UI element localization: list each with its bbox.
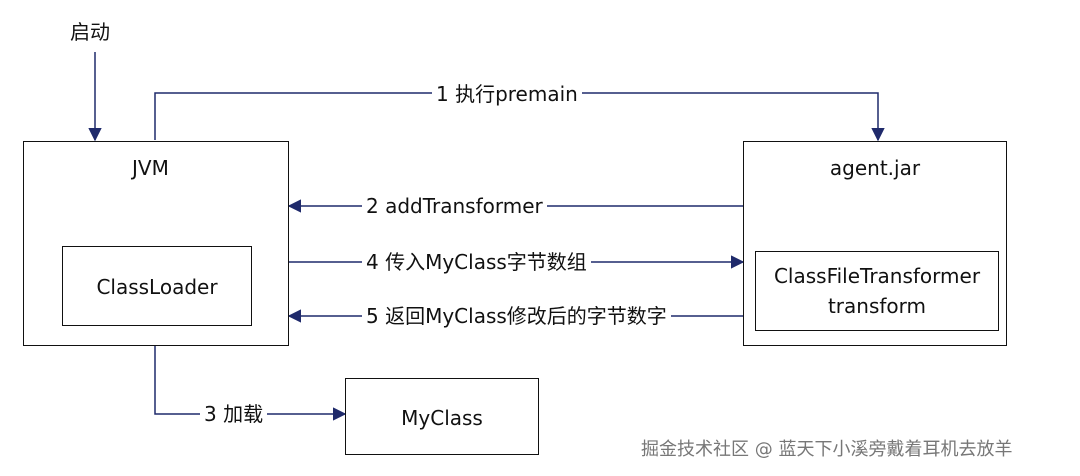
start-label: 启动	[70, 20, 110, 44]
step5-label: 5 返回MyClass修改后的字节数字	[362, 306, 671, 326]
agent-jar-box: agent.jar ClassFileTransformer transform	[743, 141, 1007, 346]
jvm-box: JVM ClassLoader	[23, 141, 289, 346]
agent-jar-label: agent.jar	[829, 156, 921, 180]
myclass-box: MyClass	[345, 378, 539, 455]
step3-label: 3 加载	[200, 404, 268, 424]
transformer-box: ClassFileTransformer transform	[755, 251, 999, 331]
transformer-label-line2: transform	[827, 294, 927, 318]
watermark: 掘金技术社区 @ 蓝天下小溪旁戴着耳机去放羊	[641, 439, 1013, 460]
transformer-label-line1: ClassFileTransformer	[773, 264, 981, 288]
classloader-label: ClassLoader	[96, 275, 218, 299]
step2-label: 2 addTransformer	[362, 196, 547, 216]
jvm-label: JVM	[132, 156, 169, 180]
step1-label: 1 执行premain	[432, 84, 582, 104]
step3-arrow	[154, 323, 347, 421]
step4-label: 4 传入MyClass字节数组	[362, 252, 591, 272]
classloader-box: ClassLoader	[62, 246, 252, 326]
myclass-label: MyClass	[401, 406, 483, 430]
